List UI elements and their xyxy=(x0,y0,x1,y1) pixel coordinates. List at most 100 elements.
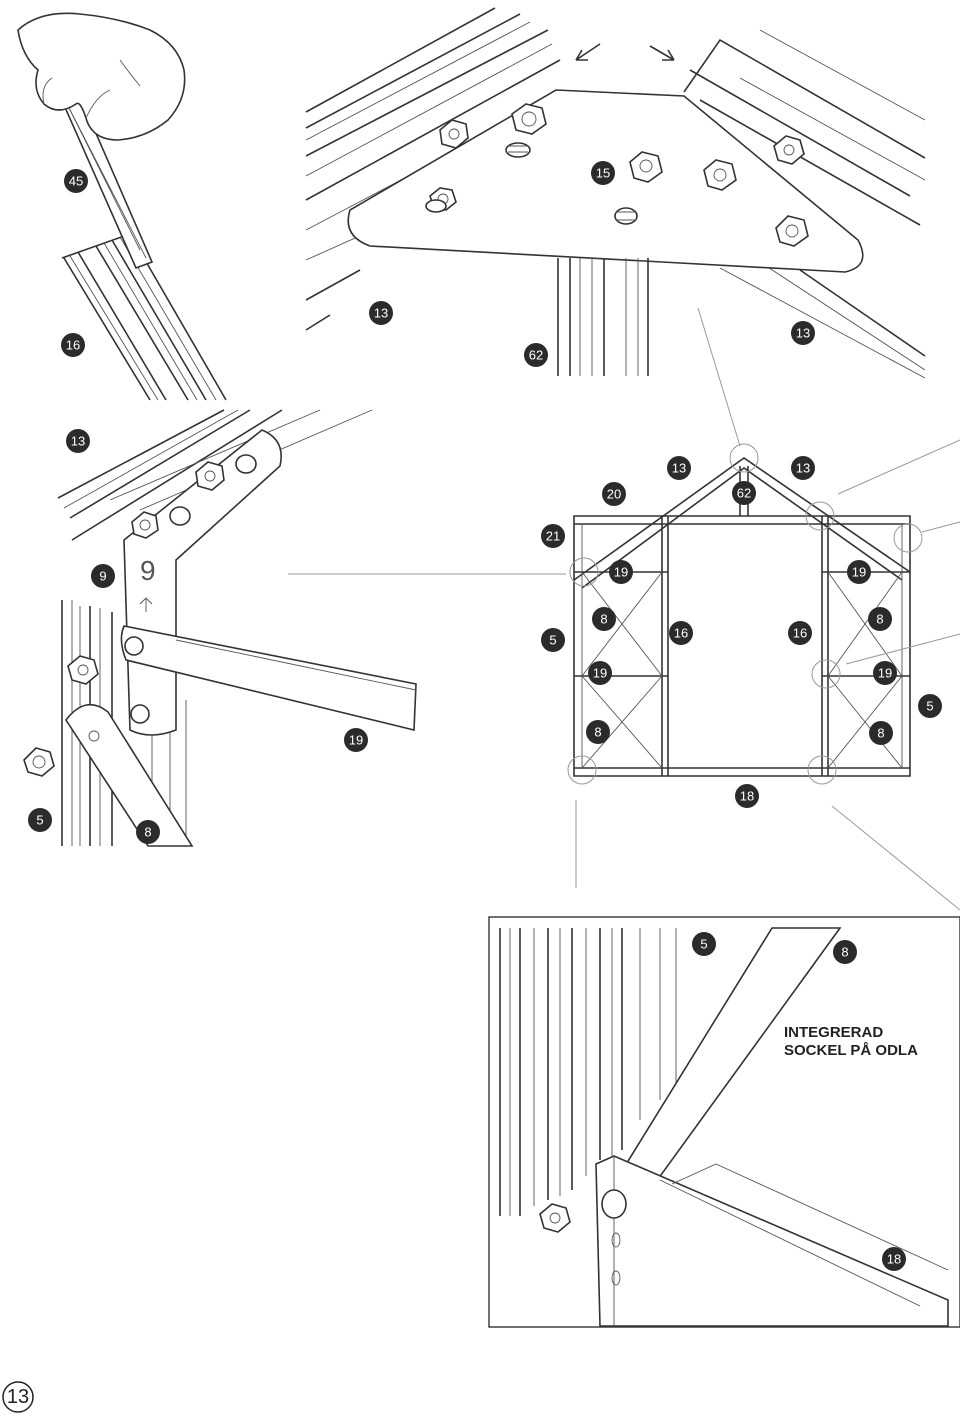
horizontal-brace xyxy=(120,625,417,732)
hex-nut xyxy=(539,1203,571,1233)
zoom-circle-eave-right xyxy=(805,501,835,531)
zoom-circle-base-left xyxy=(567,755,597,785)
zoom-circle-ridge xyxy=(729,443,759,473)
bolt-head xyxy=(601,1189,627,1219)
badge-5: 5 xyxy=(28,808,52,832)
svg-text:5: 5 xyxy=(700,937,707,952)
svg-text:13: 13 xyxy=(796,326,810,341)
svg-text:5: 5 xyxy=(36,813,43,828)
zoom-circle-rail xyxy=(811,659,841,689)
svg-text:62: 62 xyxy=(529,348,543,363)
svg-text:5: 5 xyxy=(926,699,933,714)
panel-ridge-gusset: 15 13 13 62 xyxy=(305,7,926,379)
badge-5: 5 xyxy=(918,694,942,718)
bolt-stud xyxy=(614,207,638,225)
svg-text:19: 19 xyxy=(878,666,892,681)
badge-19: 19 xyxy=(847,560,871,584)
bolt-stud xyxy=(425,199,447,213)
base-plate xyxy=(595,1155,949,1327)
badge-20: 20 xyxy=(602,482,626,506)
svg-text:62: 62 xyxy=(737,486,751,501)
badge-45: 45 xyxy=(64,169,88,193)
zoom-circle-corner-right xyxy=(893,523,923,553)
hex-nut xyxy=(773,135,805,165)
hex-nut xyxy=(629,151,663,183)
badge-13: 13 xyxy=(791,321,815,345)
caption-line-2: SOCKEL PÅ ODLA xyxy=(784,1042,918,1059)
badge-5: 5 xyxy=(692,932,716,956)
badge-62: 62 xyxy=(524,343,548,367)
hex-nut xyxy=(131,511,159,539)
bolt-stud xyxy=(124,636,144,656)
badge-8: 8 xyxy=(586,720,610,744)
svg-text:8: 8 xyxy=(600,612,607,627)
hex-nut xyxy=(511,103,547,135)
badge-13: 13 xyxy=(791,456,815,480)
detail-frame xyxy=(488,916,960,1328)
badge-62: 62 xyxy=(732,481,756,505)
svg-text:13: 13 xyxy=(374,306,388,321)
leader-lines xyxy=(288,307,960,911)
svg-text:15: 15 xyxy=(596,166,610,181)
svg-text:13: 13 xyxy=(672,461,686,476)
page-number: 13 xyxy=(2,1381,34,1413)
badge-5: 5 xyxy=(541,628,565,652)
hex-nut xyxy=(195,461,225,491)
arrow-left xyxy=(575,43,601,61)
svg-text:8: 8 xyxy=(877,726,884,741)
badge-21: 21 xyxy=(541,524,565,548)
svg-text:21: 21 xyxy=(546,529,560,544)
hex-nut xyxy=(23,747,55,777)
svg-text:20: 20 xyxy=(607,487,621,502)
badge-13: 13 xyxy=(369,301,393,325)
frame-mark: 9 xyxy=(140,555,156,586)
badge-9: 9 xyxy=(91,564,115,588)
badge-16: 16 xyxy=(788,621,812,645)
svg-text:18: 18 xyxy=(740,789,754,804)
badge-16: 16 xyxy=(669,621,693,645)
svg-text:13: 13 xyxy=(796,461,810,476)
badge-15: 15 xyxy=(591,161,615,185)
arrow-right xyxy=(649,45,675,61)
hex-nut xyxy=(67,655,99,685)
zoom-circle-base-right xyxy=(807,755,837,785)
panel-base-detail: 5 8 18 INTEGRERAD SOCKEL PÅ ODLA xyxy=(488,916,960,1328)
badge-8: 8 xyxy=(869,721,893,745)
badge-19: 19 xyxy=(873,661,897,685)
badge-18: 18 xyxy=(735,784,759,808)
svg-text:8: 8 xyxy=(876,612,883,627)
svg-text:18: 18 xyxy=(887,1252,901,1267)
hand xyxy=(17,12,186,141)
badge-19: 19 xyxy=(344,728,368,752)
svg-text:19: 19 xyxy=(614,565,628,580)
badge-18: 18 xyxy=(882,1247,906,1271)
bolt-stud xyxy=(505,142,531,158)
svg-text:19: 19 xyxy=(593,666,607,681)
caption-line-1: INTEGRERAD xyxy=(784,1024,883,1041)
hex-nut xyxy=(439,119,469,149)
up-arrow xyxy=(139,597,153,612)
svg-text:8: 8 xyxy=(594,725,601,740)
svg-text:13: 13 xyxy=(71,434,85,449)
badge-8: 8 xyxy=(592,607,616,631)
panel-eave-corner: 9 xyxy=(23,409,565,847)
badge-8: 8 xyxy=(136,820,160,844)
svg-text:8: 8 xyxy=(144,825,151,840)
badge-13: 13 xyxy=(66,429,90,453)
hex-nut xyxy=(775,215,809,247)
hex-nut xyxy=(703,159,737,191)
bolt-stud xyxy=(130,704,150,724)
svg-text:16: 16 xyxy=(674,626,688,641)
panel-filing-detail: 45 16 xyxy=(17,12,227,401)
svg-text:16: 16 xyxy=(66,338,80,353)
badge-13: 13 xyxy=(667,456,691,480)
svg-text:9: 9 xyxy=(99,569,106,584)
badge-16: 16 xyxy=(61,333,85,357)
zoom-circle-eave-left xyxy=(569,557,599,587)
svg-text:45: 45 xyxy=(69,174,83,189)
badge-19: 19 xyxy=(588,661,612,685)
bolt-stud xyxy=(235,454,257,474)
svg-text:5: 5 xyxy=(549,633,556,648)
badge-8: 8 xyxy=(833,940,857,964)
